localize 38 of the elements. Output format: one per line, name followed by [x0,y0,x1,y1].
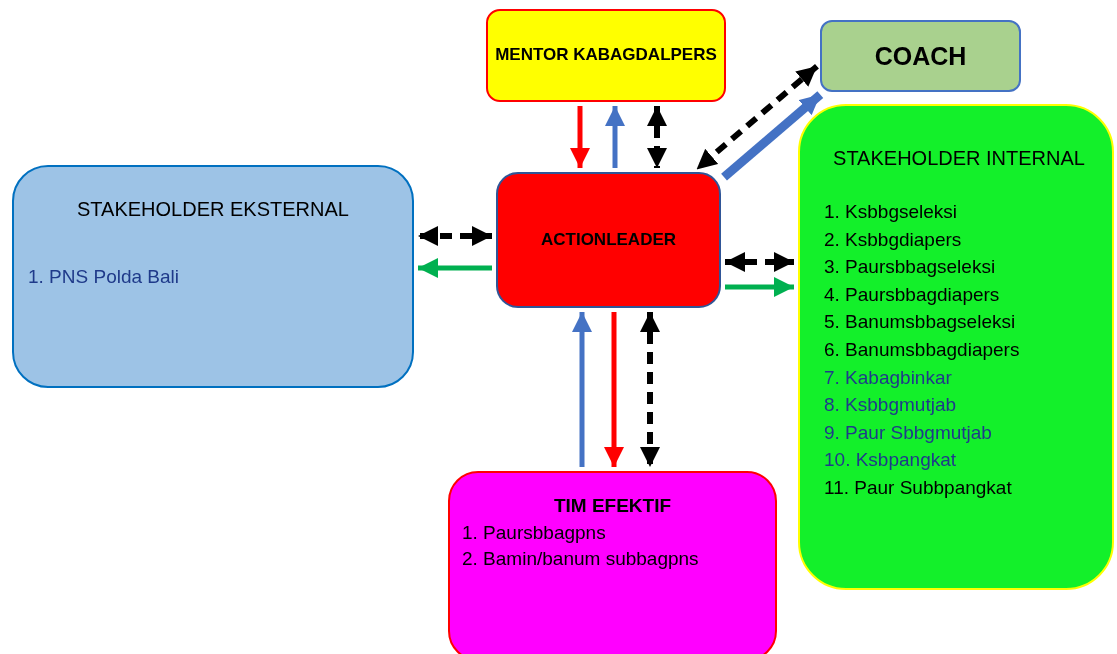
list-item: 2. Bamin/banum subbagpns [462,546,699,571]
rounded-box [448,471,777,654]
arrow [725,277,794,297]
arrow [647,106,667,168]
arrow [721,91,824,181]
list-item: 3. Paursbbagseleksi [824,255,996,280]
list-item: 10. Ksbpangkat [824,448,957,473]
arrow [605,106,625,168]
list-item: 9. Paur Sbbgmutjab [824,420,992,445]
box-title: STAKEHOLDER EKSTERNAL [77,197,349,221]
rounded-box [820,20,1021,92]
list-item: 1. PNS Polda Bali [28,265,180,289]
box-title: TIM EFEKTIF [553,495,672,518]
rounded-box [12,165,414,388]
arrow [572,312,592,467]
list-item: 4. Paursbbagdiapers [824,282,1000,307]
box-title: MENTOR KABAGDALPERS [495,45,717,66]
list-item: 8. Ksbbgmutjab [824,393,957,418]
list-item: 7. Kabagbinkar [824,365,952,390]
arrow [570,106,590,168]
arrow [418,226,492,246]
rounded-box [798,104,1114,590]
list-item: 6. Banumsbbagdiapers [824,337,1020,362]
arrow [604,312,624,467]
list-item: 2. Ksbbgdiapers [824,227,962,252]
box-title: ACTIONLEADER [540,229,677,251]
box-title: COACH [874,41,967,71]
list-item: 11. Paur Subbpangkat [824,475,1012,500]
rounded-box [486,9,726,102]
arrow [418,258,492,278]
list-item: 1. Paursbbagpns [462,520,606,545]
box-title: STAKEHOLDER INTERNAL [833,146,1085,170]
rounded-box [496,172,721,308]
arrow [725,252,794,272]
arrow [694,63,819,172]
arrow [640,312,660,467]
list-item: 5. Banumsbbagseleksi [824,310,1016,335]
list-item: 1. Ksbbgseleksi [824,200,958,224]
